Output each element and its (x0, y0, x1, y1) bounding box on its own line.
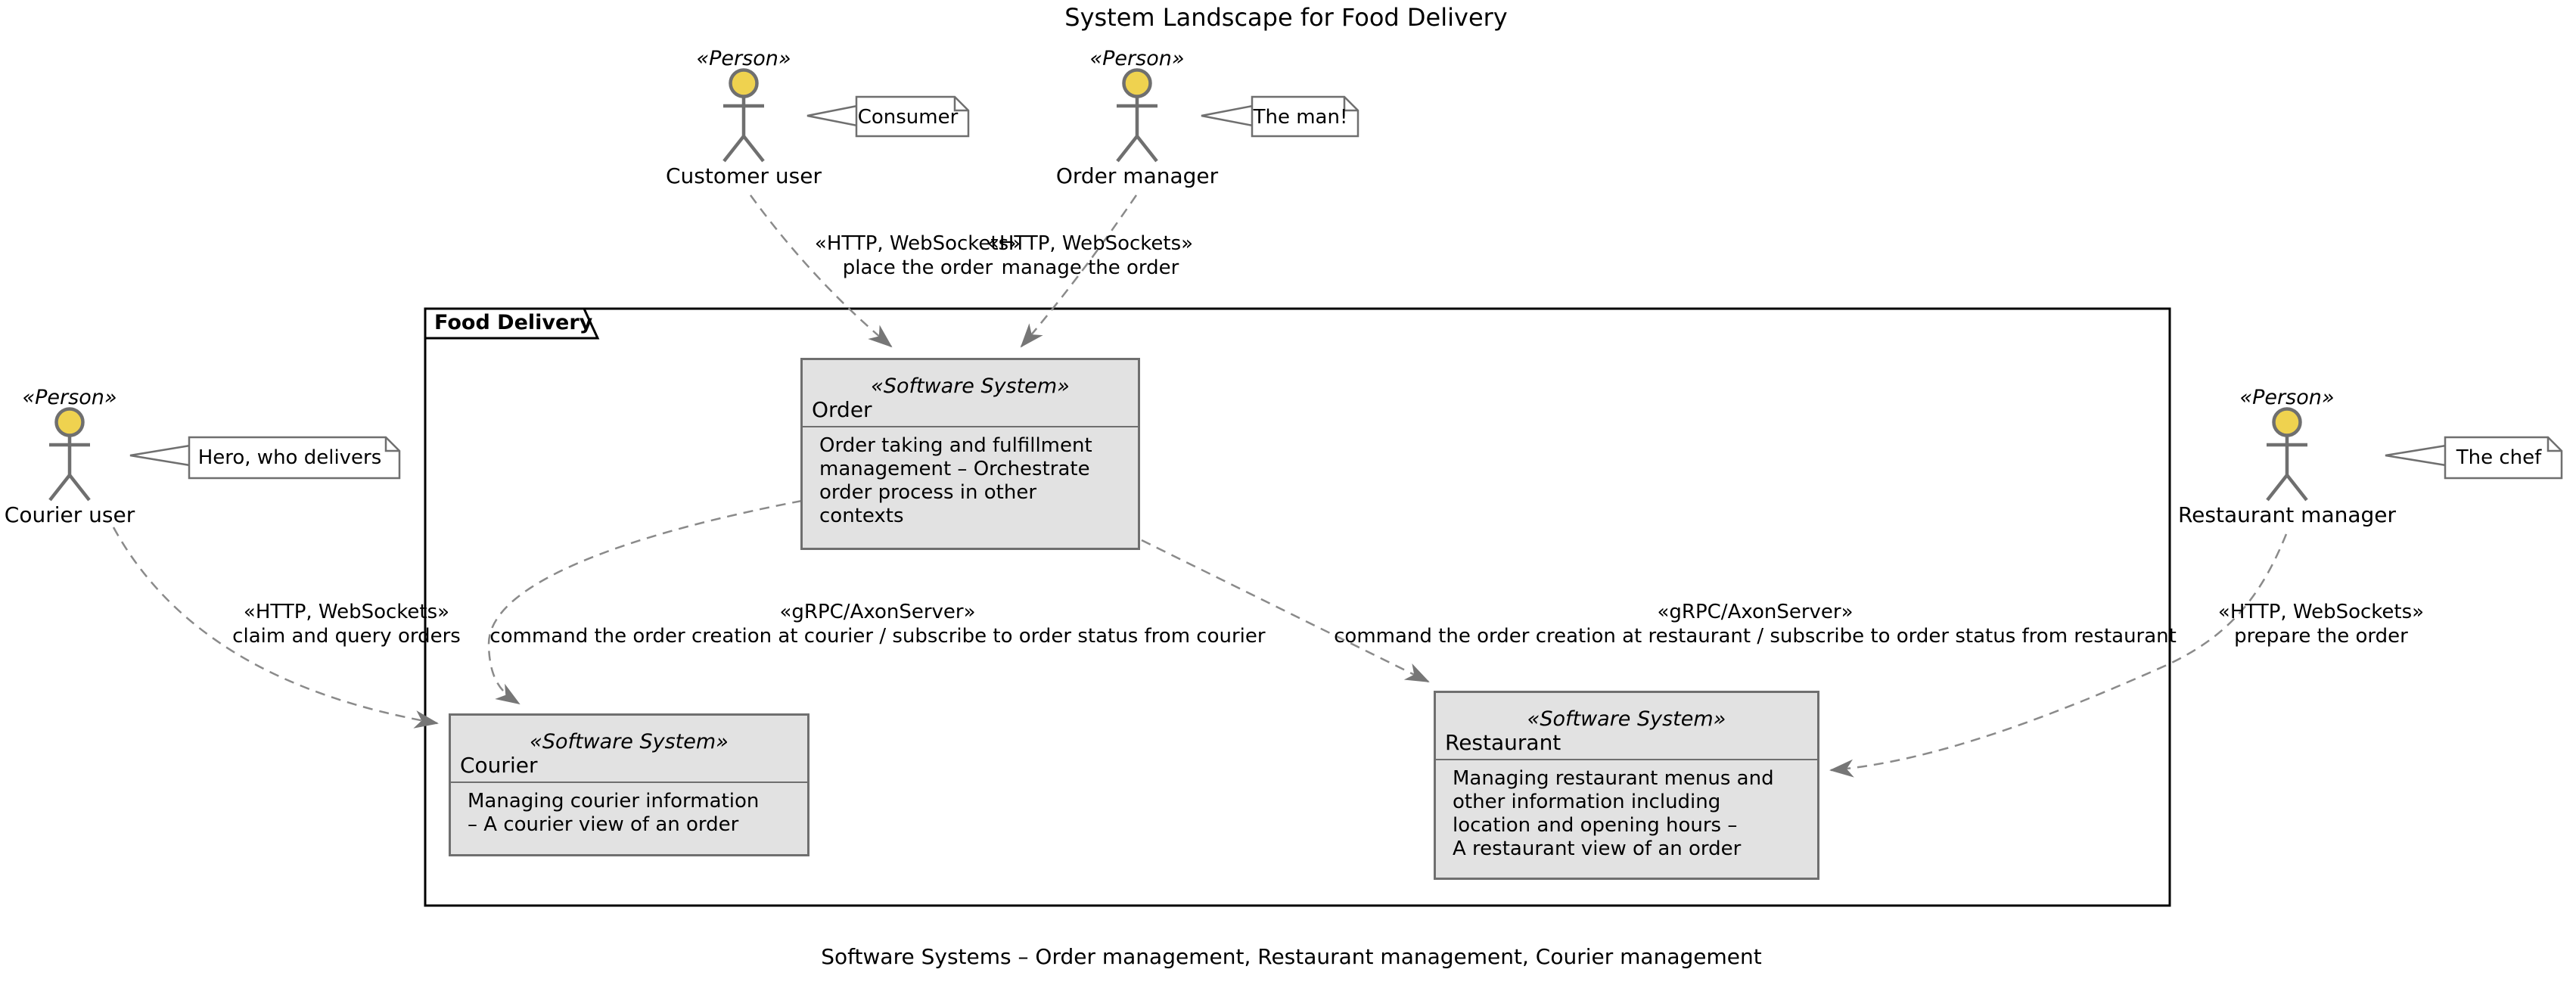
note-text-the-chef: The chef (2456, 446, 2542, 469)
system-box-order: «Software System» Order Order taking and… (800, 358, 1140, 550)
relation-stereotype: «HTTP, WebSockets» (814, 232, 1021, 255)
relation-label-place-the-order: «HTTP, WebSockets» place the order (815, 231, 1021, 280)
note-fold (2546, 437, 2562, 452)
actor-name-order-manager: Order manager (1055, 163, 1219, 188)
system-description: Managing courier information – A courier… (468, 790, 760, 836)
system-header: «Software System» Order (803, 360, 1138, 427)
note-the-man (1201, 95, 1359, 138)
arrow-customer-user-to-order (749, 194, 893, 348)
system-name: Order (812, 397, 872, 422)
system-description: Managing restaurant menus and other info… (1453, 767, 1774, 860)
system-header: «Software System» Restaurant (1436, 693, 1817, 760)
relation-text: command the order creation at restaurant… (1334, 625, 2177, 648)
actor-stereotype-order-manager: «Person» (1089, 47, 1185, 70)
actor-head (54, 407, 85, 437)
relation-text: command the order creation at courier / … (489, 625, 1266, 648)
arrow-order-to-restaurant (1141, 539, 1430, 683)
frame-food-delivery (424, 307, 2171, 907)
actor-stereotype-customer-user: «Person» (696, 47, 791, 70)
actor-name-customer-user: Customer user (666, 163, 822, 188)
note-text-the-man: The man! (1253, 106, 1348, 129)
actor-figure-restaurant-manager (2266, 407, 2308, 502)
note-fold (384, 437, 399, 452)
frame-tab-label: Food Delivery (434, 311, 593, 334)
system-name: Courier (460, 753, 538, 778)
relation-label-manage-the-order: «HTTP, WebSockets» manage the order (987, 231, 1193, 280)
note-fold (1343, 97, 1358, 112)
system-description: Order taking and fulfillment management … (819, 434, 1092, 527)
system-stereotype: «Software System» (1527, 707, 1726, 731)
actor-head (1122, 68, 1152, 98)
relation-text: place the order (842, 256, 993, 279)
actor-name-restaurant-manager: Restaurant manager (2177, 502, 2397, 527)
actor-head (729, 68, 759, 98)
relation-label-claim-and-query-orders: «HTTP, WebSockets» claim and query order… (232, 600, 461, 648)
frame-tab-shape (424, 307, 600, 340)
system-stereotype: «Software System» (530, 730, 729, 754)
relation-stereotype: «gRPC/AxonServer» (779, 601, 976, 623)
relation-stereotype: «HTTP, WebSockets» (2217, 601, 2425, 623)
system-stereotype: «Software System» (871, 374, 1070, 398)
actor-figure-courier-user (48, 407, 91, 502)
arrow-order-to-courier (487, 499, 803, 705)
actor-figure-order-manager (1116, 68, 1158, 163)
actor-stereotype-courier-user: «Person» (22, 386, 117, 409)
arrow-restaurant-manager-to-restaurant (1829, 533, 2288, 778)
relation-text: claim and query orders (232, 625, 461, 648)
relation-stereotype: «HTTP, WebSockets» (243, 601, 450, 623)
system-header: «Software System» Courier (451, 716, 807, 783)
relation-stereotype: «gRPC/AxonServer» (1657, 601, 1854, 623)
relation-text: manage the order (1001, 256, 1179, 279)
relation-label-grpc-courier: «gRPC/AxonServer» command the order crea… (489, 600, 1265, 648)
note-text-consumer: Consumer (857, 106, 959, 129)
system-box-courier: «Software System» Courier Managing couri… (449, 713, 809, 856)
note-consumer (806, 95, 970, 138)
page-title: System Landscape for Food Delivery (1064, 3, 1508, 32)
diagram-caption: Software Systems – Order management, Res… (821, 944, 1762, 969)
relation-label-prepare-the-order: «HTTP, WebSockets» prepare the order (2218, 600, 2424, 648)
system-name: Restaurant (1445, 730, 1561, 755)
note-fold (953, 97, 968, 112)
relation-label-grpc-restaurant: «gRPC/AxonServer» command the order crea… (1334, 600, 2177, 648)
note-text-hero-who-delivers: Hero, who delivers (197, 446, 382, 469)
actor-head (2272, 407, 2302, 437)
note-hero-who-delivers (129, 436, 401, 480)
arrow-order-manager-to-order (1020, 194, 1138, 348)
relation-text: prepare the order (2234, 625, 2408, 648)
actor-figure-customer-user (722, 68, 765, 163)
relation-stereotype: «HTTP, WebSockets» (987, 232, 1194, 255)
actor-stereotype-restaurant-manager: «Person» (2239, 386, 2335, 409)
actor-name-courier-user: Courier user (4, 502, 135, 527)
note-the-chef (2385, 436, 2563, 480)
system-box-restaurant: «Software System» Restaurant Managing re… (1434, 691, 1819, 880)
